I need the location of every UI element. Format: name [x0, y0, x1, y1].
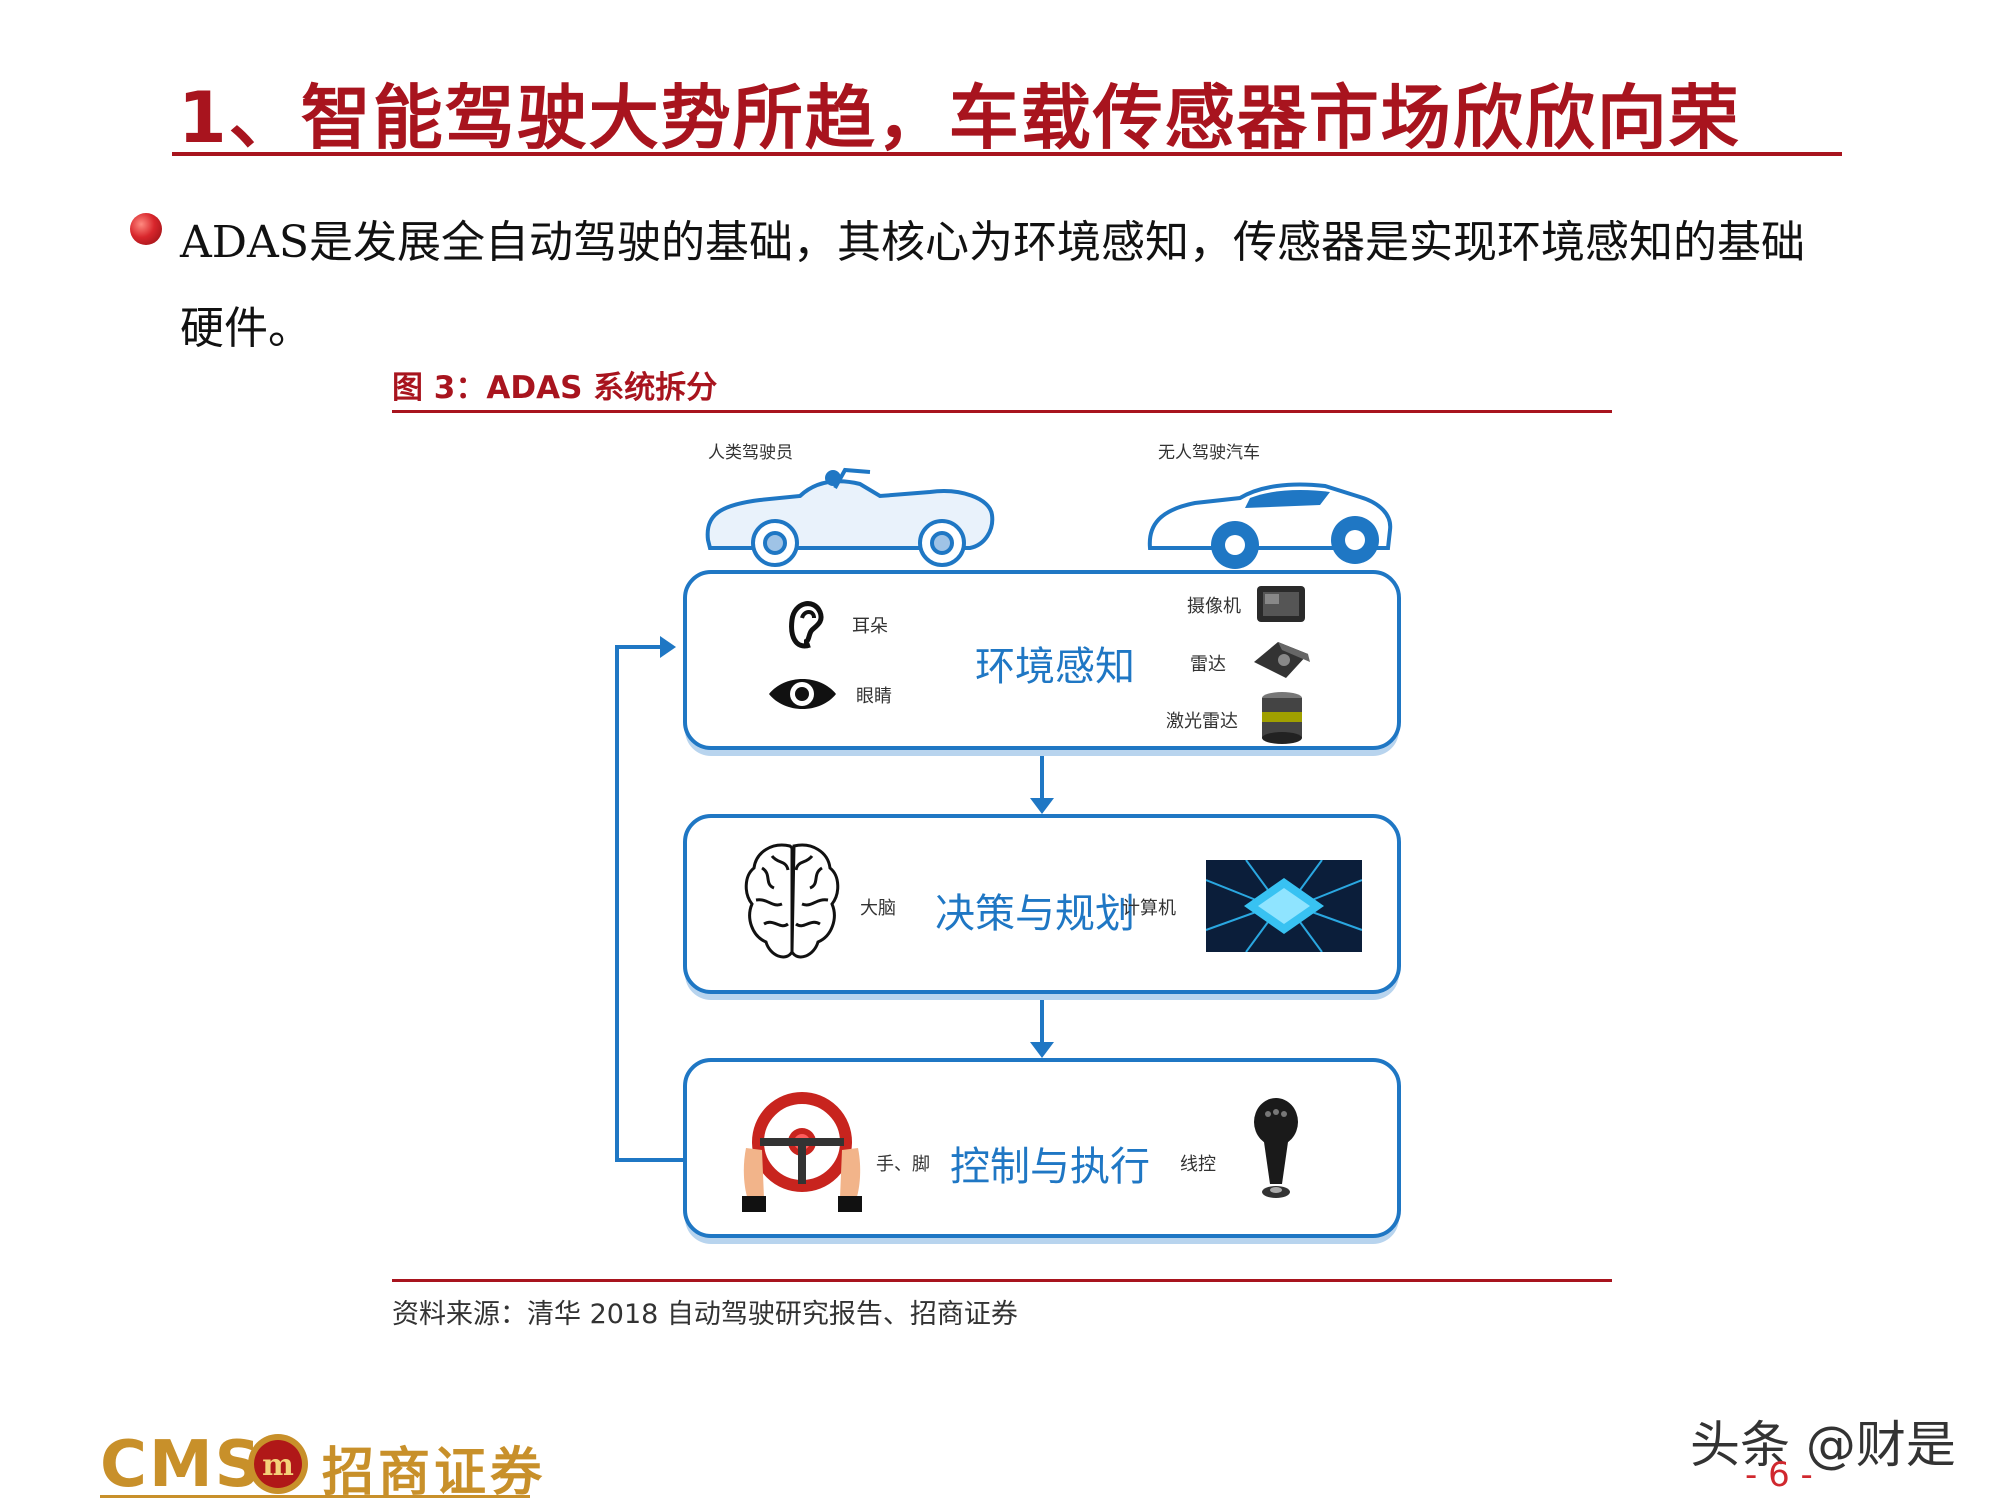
- brain-label: 大脑: [860, 898, 896, 919]
- control-title: 控制与执行: [950, 1144, 1150, 1190]
- footer-logo-rule: [100, 1495, 530, 1498]
- down-arrowhead-2-icon: [1030, 1042, 1054, 1058]
- steering-wheel-icon: [742, 1092, 862, 1212]
- ear-label: 耳朵: [852, 616, 888, 637]
- figure-caption: 图 3：ADAS 系统拆分: [392, 370, 718, 406]
- ear-icon: [789, 601, 824, 649]
- figure-bottom-rule: [392, 1279, 1612, 1282]
- human-driver-label: 人类驾驶员: [708, 443, 793, 463]
- feedback-loop-arrow: [615, 645, 683, 1162]
- lidar-icon: [1262, 692, 1302, 744]
- bullet-paragraph: ADAS是发展全自动驾驶的基础，其核心为环境感知，传感器是实现环境感知的基础硬件…: [180, 217, 1805, 354]
- radar-label: 雷达: [1190, 654, 1226, 675]
- source-note: 资料来源：清华 2018 自动驾驶研究报告、招商证券: [392, 1299, 1018, 1330]
- company-name: 招商证券: [322, 1442, 547, 1503]
- eye-label: 眼睛: [856, 686, 892, 707]
- page-title: 1、智能驾驶大势所趋，车载传感器市场欣欣向荣: [178, 77, 1741, 159]
- watermark-text: 头条 @财是: [1690, 1416, 1956, 1474]
- processor-chip-icon: [1206, 860, 1362, 952]
- camera-icon: [1257, 586, 1305, 622]
- hands-feet-label: 手、脚: [876, 1154, 930, 1175]
- roadster-car-icon: [705, 467, 995, 567]
- cms-emblem-icon: m: [248, 1434, 308, 1494]
- driver-icon: [825, 470, 841, 486]
- bullet-icon: [130, 213, 162, 245]
- figure-top-rule: [392, 410, 1612, 413]
- autonomous-car-label: 无人驾驶汽车: [1158, 443, 1260, 463]
- page-number: - 6 -: [1745, 1455, 1813, 1495]
- perception-title: 环境感知: [975, 644, 1135, 690]
- planning-title: 决策与规划: [935, 891, 1135, 937]
- down-arrowhead-1-icon: [1030, 798, 1054, 814]
- radar-icon: [1254, 642, 1310, 678]
- cms-logo-text: CMS: [100, 1428, 263, 1502]
- drive-by-wire-label: 线控: [1180, 1154, 1216, 1175]
- brain-icon: [744, 843, 840, 959]
- feedback-arrowhead-icon: [660, 636, 676, 658]
- lidar-label: 激光雷达: [1166, 711, 1238, 732]
- cms-emblem-letter: m: [262, 1448, 294, 1483]
- gear-shift-icon: [1254, 1098, 1298, 1198]
- computer-label: 计算机: [1122, 898, 1176, 919]
- sports-car-icon: [1147, 482, 1393, 569]
- eye-icon: [769, 679, 836, 709]
- title-divider: [172, 152, 1842, 156]
- camera-label: 摄像机: [1187, 596, 1241, 617]
